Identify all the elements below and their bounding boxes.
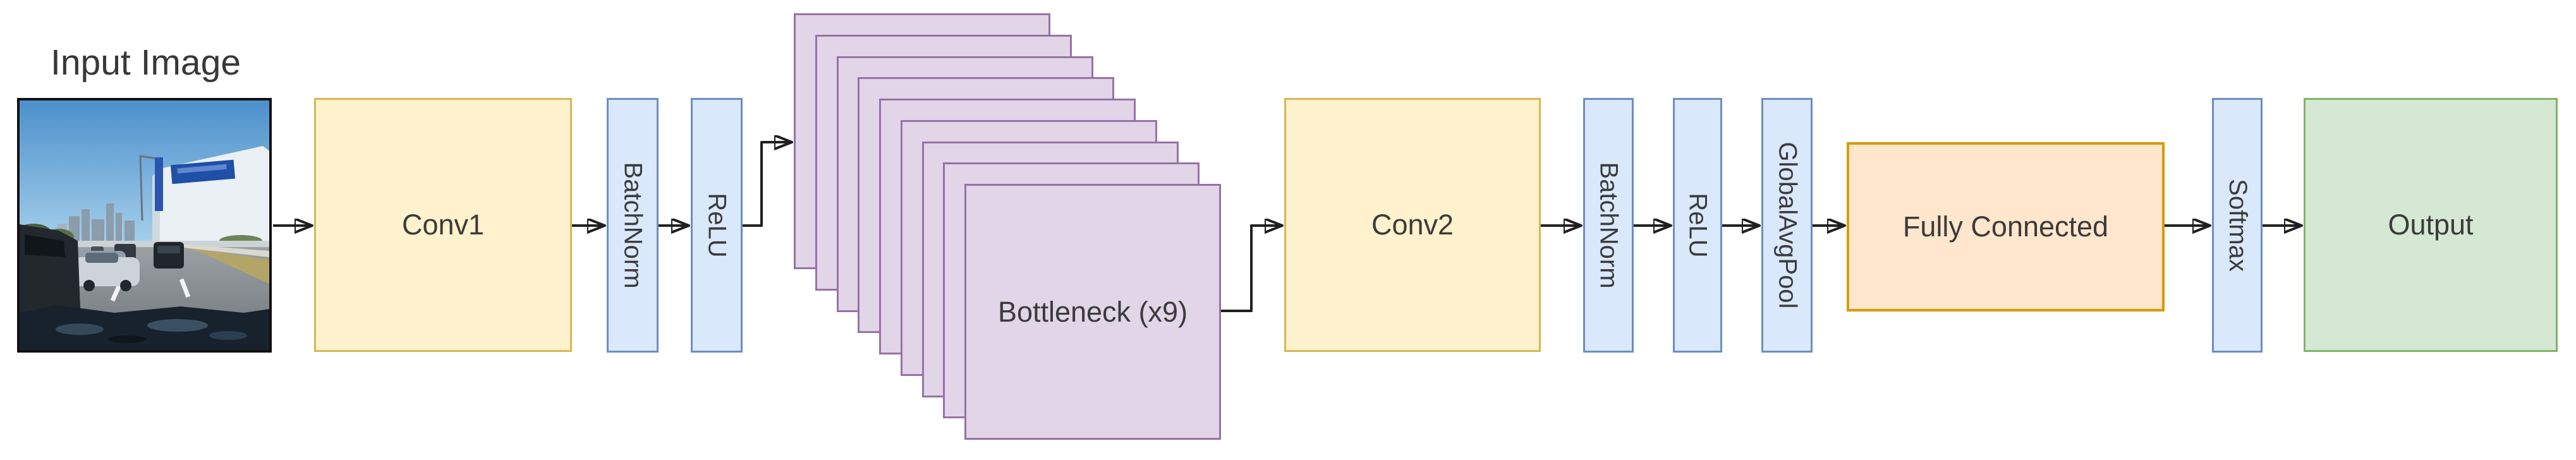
softmax-box: Softmax <box>2212 98 2263 353</box>
globalavgpool-label: GlobalAvgPool <box>1773 142 1802 309</box>
street-photo-illustration <box>20 100 269 350</box>
relu2-label: ReLU <box>1684 193 1712 258</box>
car-hood <box>20 305 269 350</box>
batchnorm2-box: BatchNorm <box>1583 98 1634 353</box>
arrow-bottleneck-to-conv2 <box>1221 226 1282 312</box>
relu1-label: ReLU <box>703 193 731 258</box>
batchnorm1-box: BatchNorm <box>607 98 659 353</box>
vehicles <box>20 224 184 317</box>
building <box>152 146 269 247</box>
relu1-box: ReLU <box>691 98 743 353</box>
globalavgpool-box: GlobalAvgPool <box>1761 98 1813 353</box>
conv1-box: Conv1 <box>314 98 572 352</box>
output-label: Output <box>2388 209 2474 241</box>
sidewalk <box>178 245 269 257</box>
conv1-label: Conv1 <box>401 209 485 241</box>
softmax-label: Softmax <box>2223 179 2252 272</box>
relu2-box: ReLU <box>1673 98 1722 353</box>
batchnorm2-label: BatchNorm <box>1595 162 1623 289</box>
bottleneck-front-box: Bottleneck (x9) <box>964 184 1221 440</box>
fully-connected-box: Fully Connected <box>1847 142 2165 312</box>
output-box: Output <box>2304 98 2558 352</box>
input-image-photo <box>17 98 272 353</box>
arrow-relu1-to-bottleneck <box>743 142 791 227</box>
conv2-box: Conv2 <box>1284 98 1541 352</box>
bottleneck-label: Bottleneck (x9) <box>997 295 1188 328</box>
input-image-label: Input Image <box>50 42 241 83</box>
street-light <box>139 155 162 221</box>
fully-connected-label: Fully Connected <box>1902 210 2109 243</box>
conv2-label: Conv2 <box>1371 209 1454 241</box>
batchnorm1-label: BatchNorm <box>619 162 647 289</box>
median-grass <box>185 247 269 284</box>
bottleneck-stack: Bottleneck (x9) <box>794 13 1221 440</box>
